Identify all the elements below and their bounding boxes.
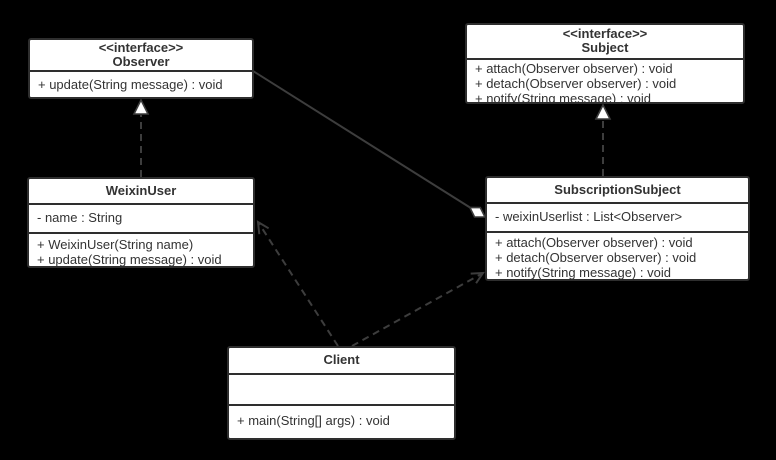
methods-compartment: + update(String message) : void	[30, 70, 252, 97]
open-arrowhead-icon	[470, 271, 485, 284]
open-arrowhead-icon	[256, 220, 270, 235]
method-row: + attach(Observer observer) : void	[495, 235, 693, 250]
class-name: Subject	[581, 40, 629, 55]
dependency-client-subscriptionsubject	[351, 271, 485, 347]
class-name: Observer	[112, 54, 170, 69]
method-row: + update(String message) : void	[38, 77, 223, 92]
attribute-row: - name : String	[37, 210, 123, 225]
method-row: + update(String message) : void	[37, 252, 222, 266]
methods-compartment: + attach(Observer observer) : void + det…	[487, 231, 748, 279]
aggregation-solid-line	[252, 70, 471, 209]
class-header: <<interface>> Observer	[30, 40, 252, 70]
method-row: + detach(Observer observer) : void	[475, 76, 677, 91]
attributes-compartment	[229, 373, 454, 404]
class-box-observer: <<interface>> Observer + update(String m…	[28, 38, 254, 99]
class-name: WeixinUser	[105, 183, 177, 198]
hollow-triangle-arrowhead-icon	[594, 103, 612, 120]
method-row: + detach(Observer observer) : void	[495, 250, 697, 265]
methods-compartment: + WeixinUser(String name) + update(Strin…	[29, 232, 253, 266]
realization-weixinuser-observer	[132, 98, 150, 177]
realization-subscriptionsubject-subject	[594, 103, 612, 176]
methods-compartment: + attach(Observer observer) : void + det…	[467, 58, 743, 102]
stereotype-label: <<interface>>	[98, 40, 184, 55]
class-name: Client	[323, 352, 360, 367]
class-header: WeixinUser	[29, 179, 253, 203]
attributes-compartment: - weixinUserlist : List<Observer>	[487, 202, 748, 231]
method-row: + WeixinUser(String name)	[37, 237, 194, 252]
class-box-subject: <<interface>> Subject + attach(Observer …	[465, 23, 745, 104]
hollow-triangle-arrowhead-icon	[132, 98, 150, 115]
dependency-client-weixinuser	[256, 220, 339, 347]
aggregation-subscriptionsubject-observer	[252, 70, 487, 218]
class-name: SubscriptionSubject	[554, 182, 681, 197]
dependency-dashed-line	[351, 272, 484, 347]
class-header: SubscriptionSubject	[487, 178, 748, 202]
class-box-client: Client + main(String[] args) : void	[227, 346, 456, 440]
method-row: + notify(String message) : void	[475, 91, 651, 102]
method-row: + notify(String message) : void	[495, 265, 671, 279]
method-row: + main(String[] args) : void	[237, 413, 390, 428]
class-box-subscriptionsubject: SubscriptionSubject - weixinUserlist : L…	[485, 176, 750, 281]
dependency-dashed-line	[257, 221, 339, 347]
hollow-diamond-icon	[468, 206, 487, 218]
methods-compartment: + main(String[] args) : void	[229, 404, 454, 438]
stereotype-label: <<interface>>	[562, 26, 648, 41]
class-header: <<interface>> Subject	[467, 25, 743, 58]
attribute-row: - weixinUserlist : List<Observer>	[495, 209, 683, 224]
class-header: Client	[229, 348, 454, 373]
class-box-weixinuser: WeixinUser - name : String + WeixinUser(…	[27, 177, 255, 268]
method-row: + attach(Observer observer) : void	[475, 61, 673, 76]
attributes-compartment: - name : String	[29, 203, 253, 232]
